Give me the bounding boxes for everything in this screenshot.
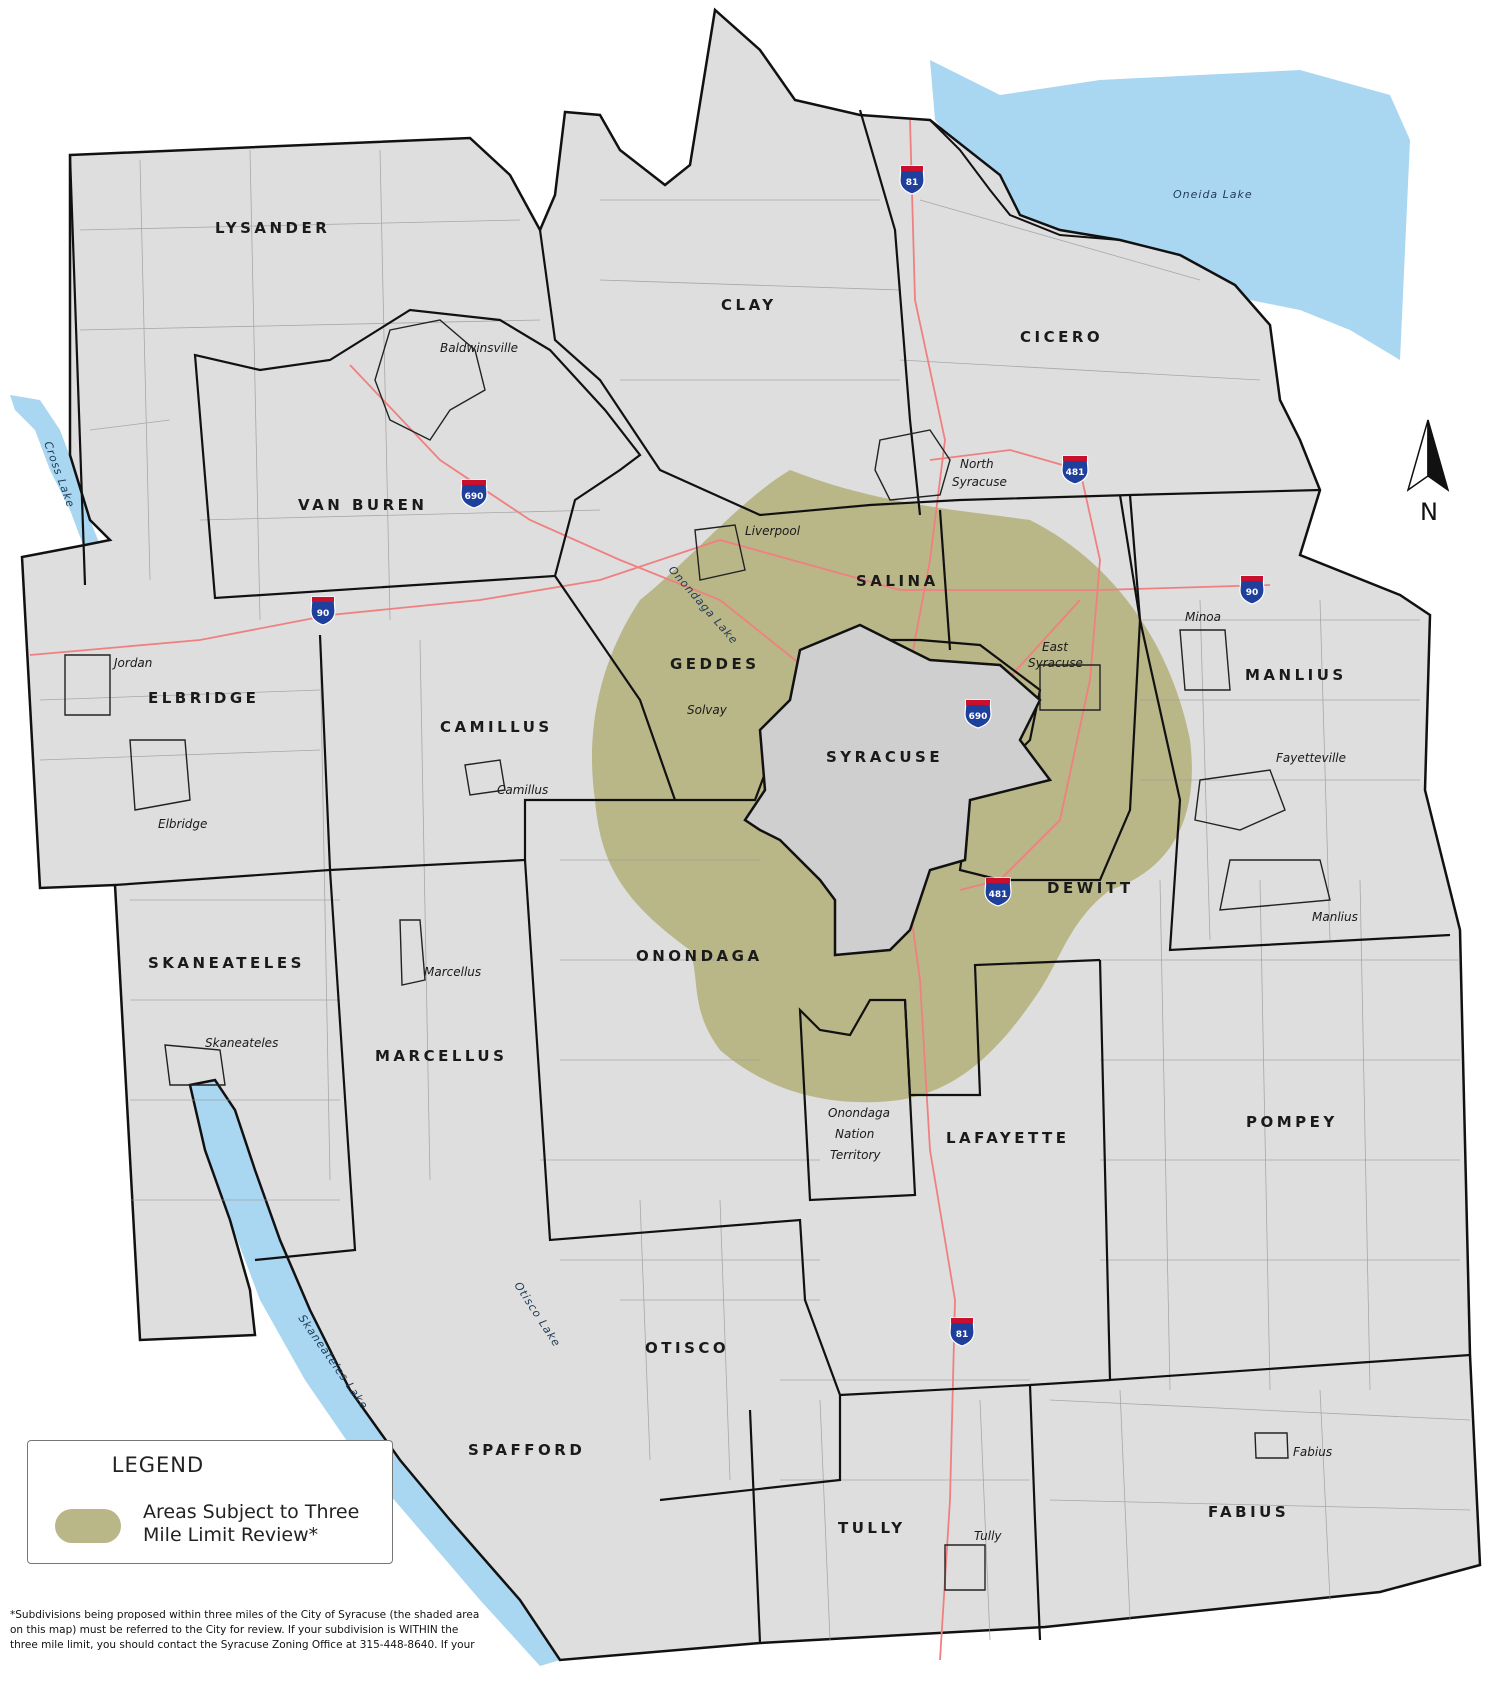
town-label-spafford: SPAFFORD [468,1441,585,1459]
svg-text:481: 481 [989,890,1008,900]
village-label-tully: Tully [974,1529,1002,1543]
town-label-onondaga: ONONDAGA [636,947,763,965]
footnote-line-3: three mile limit, you should contact the… [10,1639,475,1651]
oneida-shore [929,119,1121,241]
town-label-tully: TULLY [838,1519,906,1537]
town-label-clay: CLAY [721,296,777,314]
village-label-skaneateles: Skaneateles [205,1036,278,1050]
town-label-syracuse: SYRACUSE [826,748,943,766]
legend-title: LEGEND [111,1453,205,1477]
town-label-pompey: POMPEY [1246,1113,1338,1131]
village-label-onondaga-nation-3: Territory [830,1148,881,1162]
village-label-onondaga-nation-2: Nation [835,1127,874,1141]
village-label-baldwinsville: Baldwinsville [440,341,518,355]
village-label-east-syracuse-1: East [1042,640,1069,654]
north-arrow: N [1406,419,1450,526]
village-label-minoa: Minoa [1185,610,1221,624]
village-label-manlius: Manlius [1312,910,1358,924]
svg-text:81: 81 [906,178,919,188]
town-label-skaneateles: SKANEATELES [148,954,305,972]
village-label-liverpool: Liverpool [745,524,801,538]
village-label-fayetteville: Fayetteville [1276,751,1346,765]
town-label-manlius: MANLIUS [1245,666,1347,684]
interstate-shield-81-north: 81 [899,165,925,195]
interstate-shield-90-west: 90 [310,596,336,626]
village-label-north-syracuse-1: North [960,457,994,471]
town-label-lafayette: LAFAYETTE [946,1129,1070,1147]
interstate-shield-690-east: 690 [964,699,992,729]
village-label-camillus: Camillus [497,783,548,797]
village-label-solvay: Solvay [687,703,728,717]
north-arrow-label: N [1420,498,1438,526]
town-label-salina: SALINA [856,572,939,590]
town-boundaries [68,109,1471,1644]
village-label-marcellus: Marcellus [424,965,481,979]
svg-text:90: 90 [1246,588,1259,598]
legend-swatch-review-area [55,1509,121,1543]
svg-text:690: 690 [969,712,988,722]
water-label-oneida-lake: Oneida Lake [1173,188,1253,201]
town-label-camillus: CAMILLUS [440,718,553,736]
svg-text:81: 81 [956,1330,969,1340]
town-label-elbridge: ELBRIDGE [148,689,259,707]
interstate-shield-481-north: 481 [1061,455,1089,485]
cross-lake [10,395,100,550]
footnote: *Subdivisions being proposed within thre… [10,1608,570,1653]
legend-label-review-area: Areas Subject to Three Mile Limit Review… [143,1501,360,1546]
town-label-geddes: GEDDES [670,655,760,673]
village-outlines [64,319,1331,1591]
town-label-cicero: CICERO [1020,328,1103,346]
interstate-shield-481-south: 481 [984,877,1012,907]
svg-text:481: 481 [1066,468,1085,478]
town-label-fabius: FABIUS [1208,1503,1289,1521]
footnote-line-1: *Subdivisions being proposed within thre… [10,1609,480,1621]
village-label-fabius: Fabius [1293,1445,1332,1459]
town-label-van-buren: VAN BUREN [298,496,427,514]
village-label-onondaga-nation-1: Onondaga [828,1106,890,1120]
interstate-shield-690-west: 690 [460,479,488,509]
village-label-elbridge: Elbridge [158,817,207,831]
legend: LEGEND Areas Subject to Three Mile Limit… [27,1440,393,1564]
skaneateles-lake [190,1080,560,1666]
svg-text:690: 690 [465,492,484,502]
town-label-dewitt: DEWITT [1047,879,1134,897]
svg-text:90: 90 [317,609,330,619]
interstate-shield-90-east: 90 [1239,575,1265,605]
town-label-lysander: LYSANDER [215,219,330,237]
town-label-otisco: OTISCO [645,1339,729,1357]
village-label-north-syracuse-2: Syracuse [952,475,1007,489]
interstate-shield-81-south: 81 [949,1317,975,1347]
town-label-marcellus: MARCELLUS [375,1047,507,1065]
village-label-jordan: Jordan [112,656,152,670]
footnote-line-2: on this map) must be referred to the Cit… [10,1624,459,1636]
village-label-east-syracuse-2: Syracuse [1028,656,1083,670]
local-roads [39,149,1471,1641]
oneida-lake [930,60,1410,360]
